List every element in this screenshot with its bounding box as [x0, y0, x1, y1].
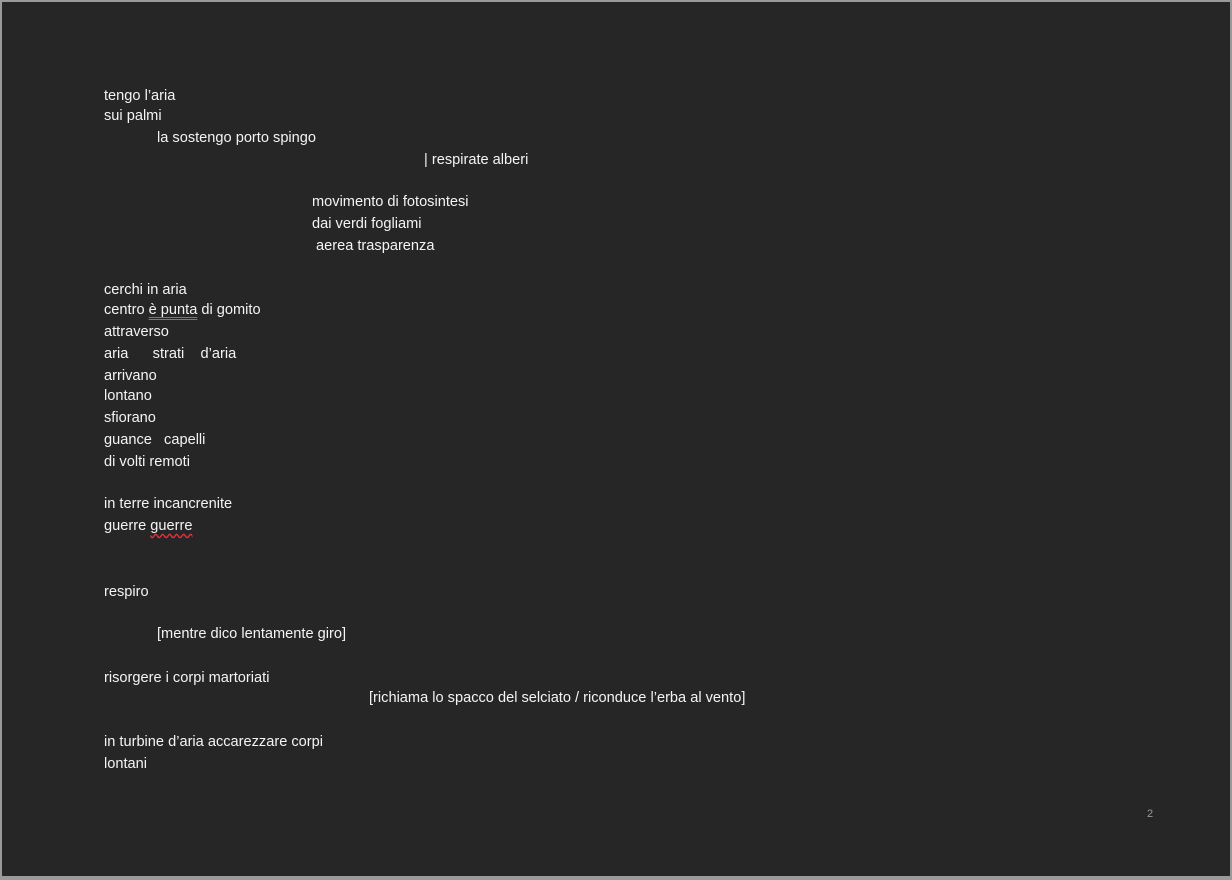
poem-line: sui palmi: [104, 108, 162, 124]
poem-line: | respirate alberi: [424, 152, 529, 168]
poem-line: centro è punta di gomito: [104, 301, 261, 319]
poem-line: arrivano: [104, 368, 157, 384]
poem-line: tengo l’aria: [104, 88, 176, 104]
poem-line: movimento di fotosintesi: [312, 194, 469, 210]
poem-line: attraverso: [104, 324, 169, 340]
poem-line: guerre guerre: [104, 517, 192, 535]
poem-line: aerea trasparenza: [316, 238, 435, 254]
poem-line: risorgere i corpi martoriati: [104, 670, 270, 686]
poem-line: aria strati d’aria: [104, 346, 237, 362]
poem-line: in turbine d’aria accarezzare corpi: [104, 734, 324, 750]
page-number: 2: [1147, 808, 1154, 820]
poem-line: in terre incancrenite: [104, 496, 233, 512]
poem-line: dai verdi fogliami: [312, 216, 422, 232]
poem-line: respiro: [104, 584, 149, 600]
poem-line: [mentre dico lentamente giro]: [157, 626, 347, 642]
poem-line: lontani: [104, 756, 148, 772]
text: centro: [104, 302, 149, 318]
poem-line: guance capelli: [104, 432, 206, 448]
poem-line: cerchi in aria: [104, 282, 187, 298]
grammar-flagged-text[interactable]: è punta: [148, 302, 198, 318]
poem-line: di volti remoti: [104, 454, 190, 470]
text: guerre: [104, 518, 151, 534]
poem-line: la sostengo porto spingo: [157, 130, 317, 146]
spelling-flagged-text[interactable]: guerre: [150, 518, 193, 534]
poem-line: sfiorano: [104, 410, 156, 426]
poem-line: lontano: [104, 388, 152, 404]
poem-line: [richiama lo spacco del selciato / ricon…: [369, 690, 746, 706]
text: di gomito: [197, 302, 261, 318]
